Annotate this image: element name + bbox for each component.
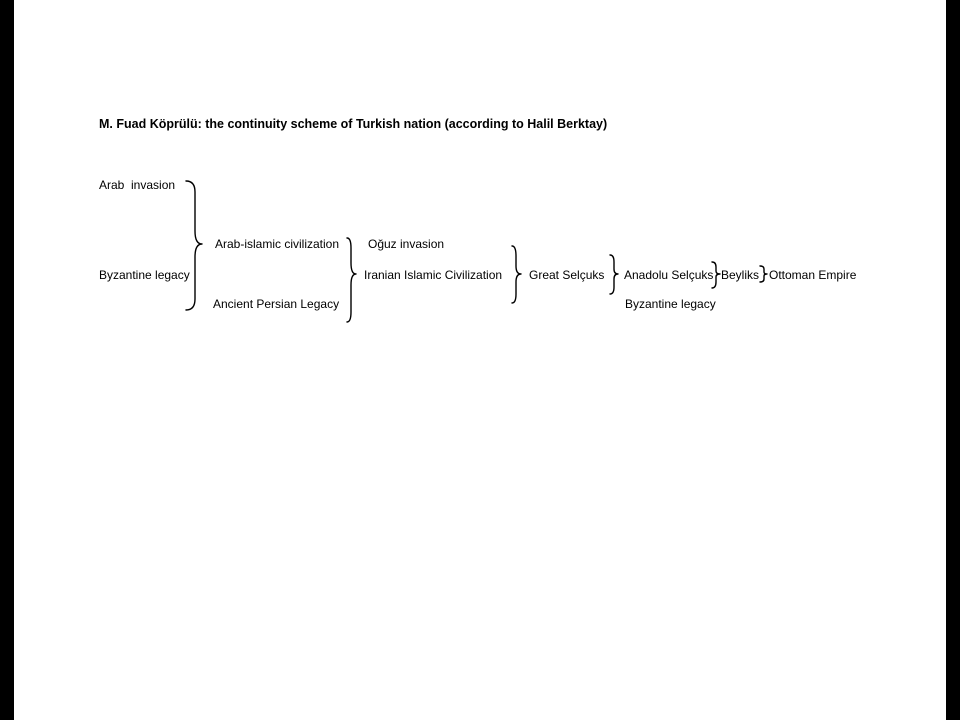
node-byzantine-legacy: Byzantine legacy xyxy=(99,268,190,282)
node-great-selcuks: Great Selçuks xyxy=(529,268,605,282)
slide: M. Fuad Köprülü: the continuity scheme o… xyxy=(14,0,946,720)
brace-connectors xyxy=(185,180,768,323)
node-ottoman-empire: Ottoman Empire xyxy=(769,268,857,282)
node-ancient-persian-legacy: Ancient Persian Legacy xyxy=(213,297,340,311)
brace-3 xyxy=(511,245,522,304)
brace-2 xyxy=(346,237,357,323)
node-beyliks: Beyliks xyxy=(721,268,760,282)
brace-1 xyxy=(185,180,203,311)
node-byzantine-legacy-2: Byzantine legacy xyxy=(625,297,716,311)
node-anadolu-selcuks: Anadolu Selçuks xyxy=(624,268,714,282)
node-arab-invasion: Arab invasion xyxy=(99,178,176,192)
node-arab-islamic-civilization: Arab-islamic civilization xyxy=(215,237,340,251)
node-iranian-islamic-civilization: Iranian Islamic Civilization xyxy=(364,268,503,282)
brace-4 xyxy=(609,254,619,295)
brace-5 xyxy=(711,261,721,289)
brace-6 xyxy=(759,265,768,283)
node-oguz-invasion: Oğuz invasion xyxy=(368,237,445,251)
diagram-title: M. Fuad Köprülü: the continuity scheme o… xyxy=(99,117,608,131)
